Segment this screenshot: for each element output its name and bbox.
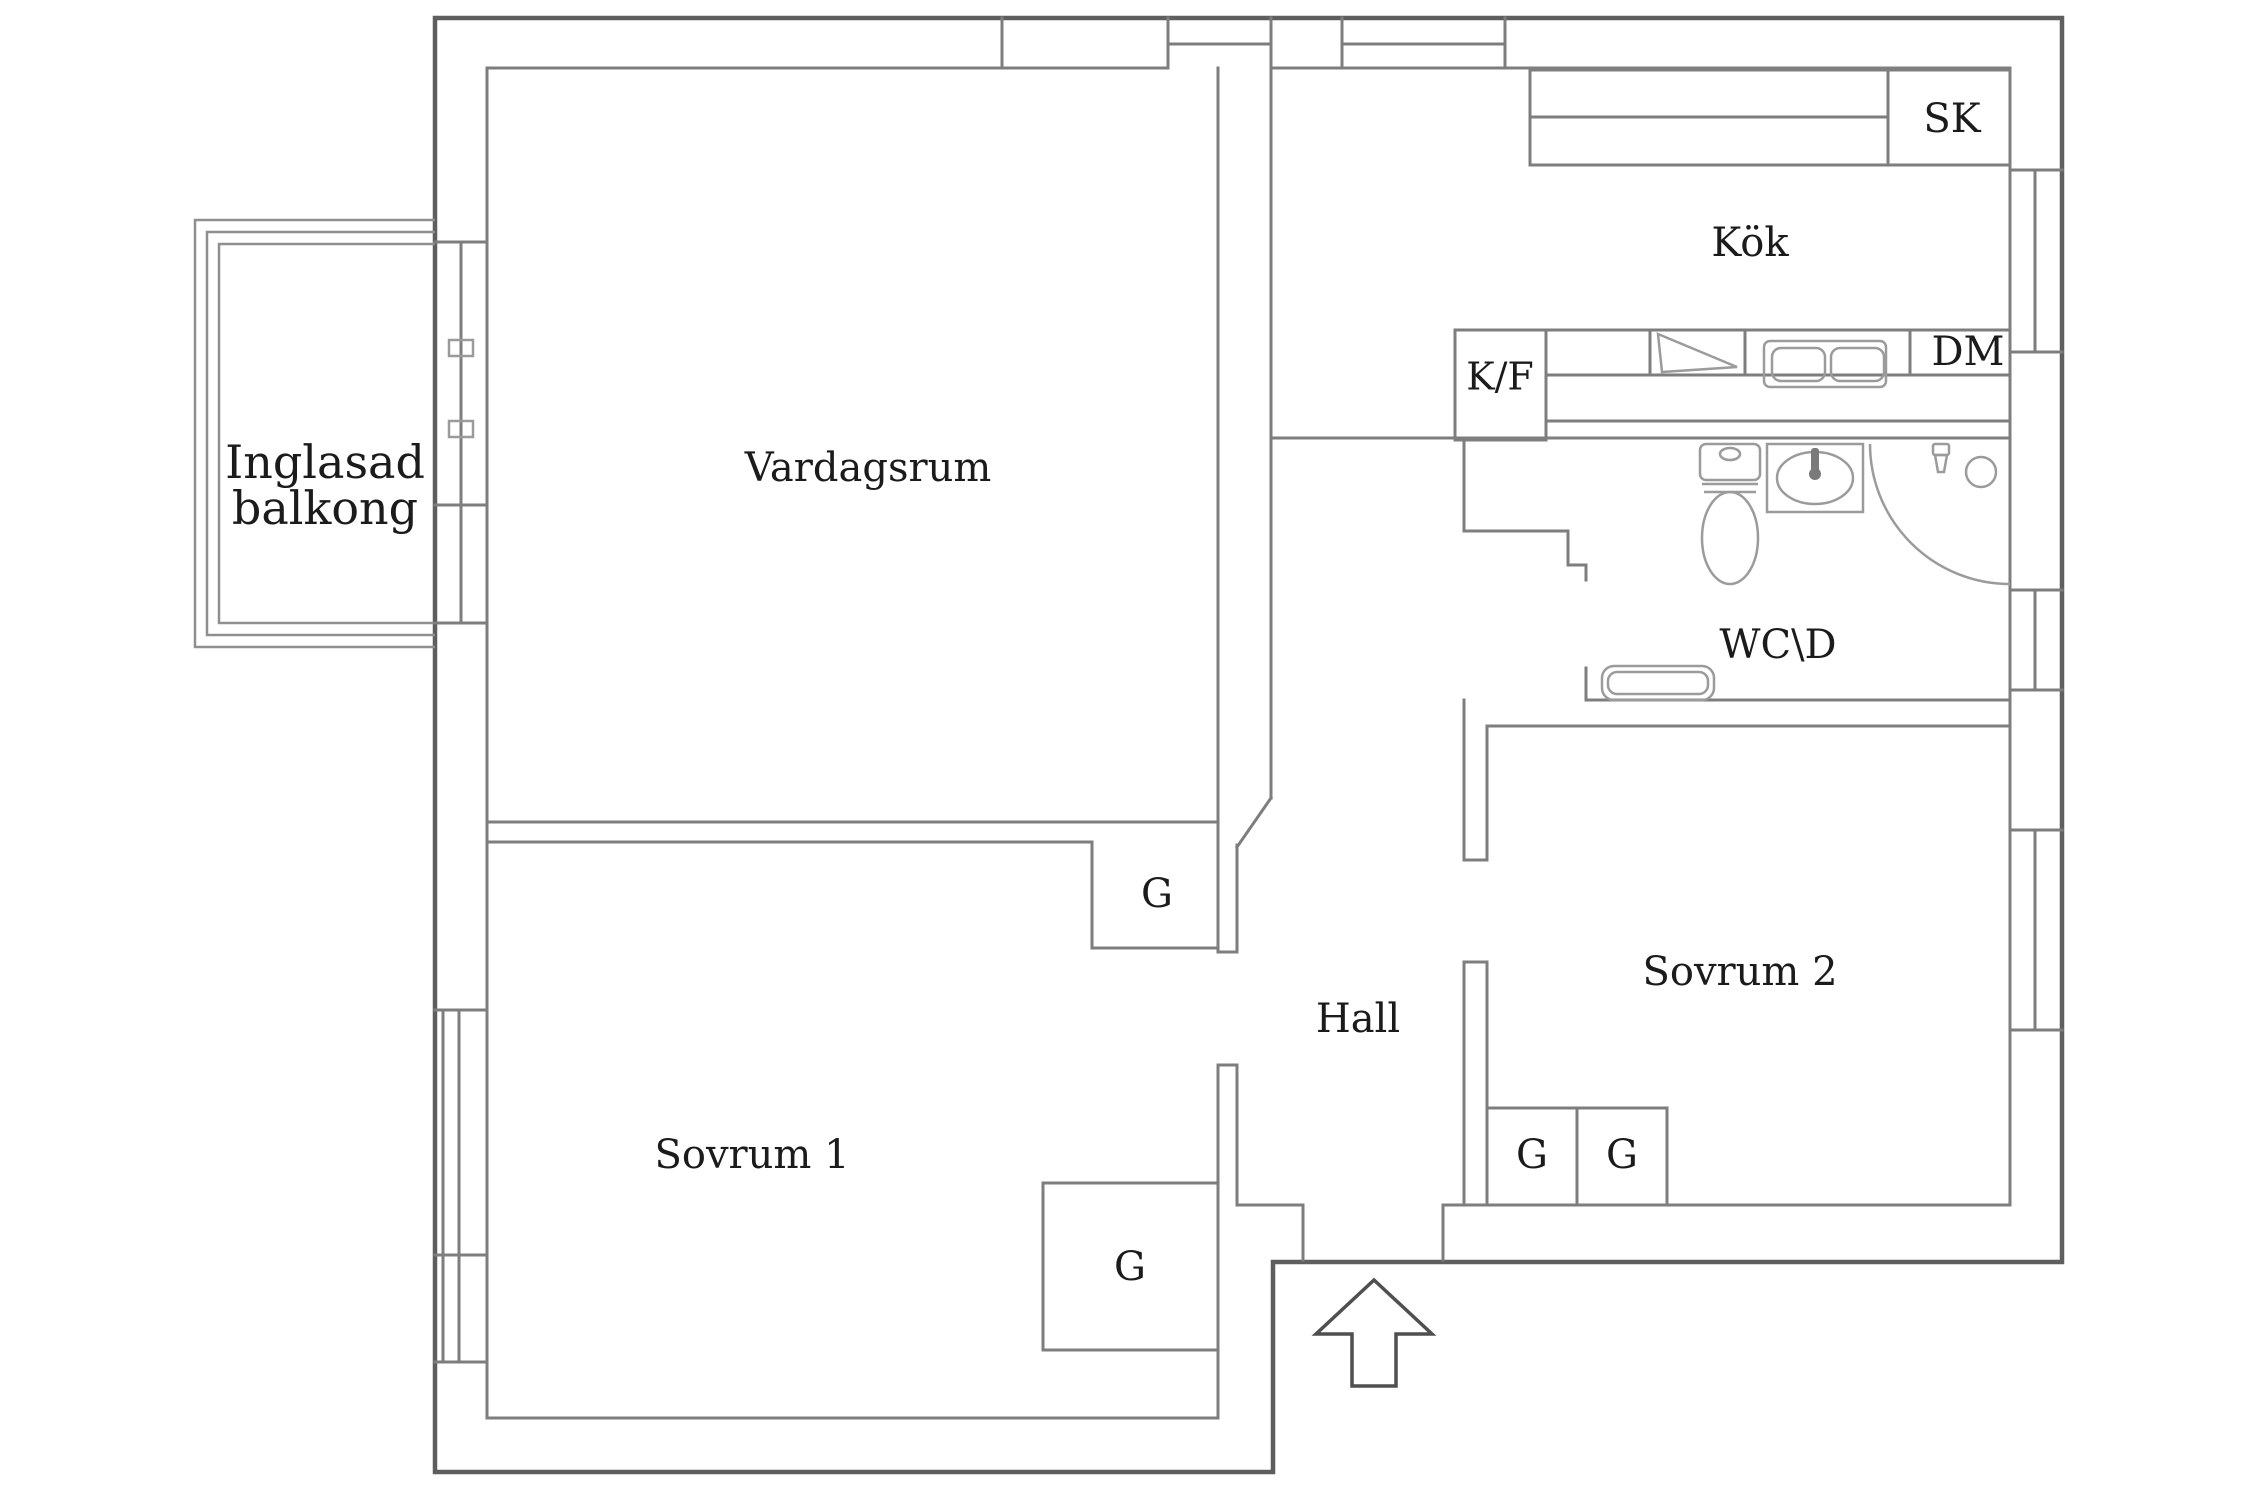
wardrobe-label-bedroom2-right: G: [1606, 1132, 1638, 1178]
shower-icon: [1868, 442, 2011, 586]
wardrobe-label-living: G: [1141, 871, 1173, 917]
balcony-glazing: [193, 218, 435, 649]
fridge-freezer-label: K/F: [1466, 355, 1534, 399]
balcony-door-handles-icon: [447, 338, 475, 439]
wardrobe-label-bedroom2-left: G: [1516, 1132, 1548, 1178]
exterior-walls: [432, 15, 2065, 1475]
room-label-kitchen: Kök: [1711, 220, 1789, 266]
room-label-bathroom: WC\D: [1719, 622, 1836, 668]
washbasin-icon: [1765, 442, 1865, 514]
kitchen-sink-icon: [1762, 339, 1888, 389]
stove-icon: [1656, 332, 1738, 374]
wardrobe-label-bedroom1: G: [1114, 1244, 1146, 1290]
room-label-living-room: Vardagsrum: [744, 445, 992, 491]
room-label-bedroom1: Sovrum 1: [654, 1132, 849, 1178]
balcony-label-line1: Inglasad: [225, 435, 425, 489]
closet-label-sk: SK: [1923, 96, 1981, 142]
room-label-hall: Hall: [1316, 996, 1400, 1042]
room-labels: Inglasad balkong Vardagsrum Kök SK K/F D…: [225, 96, 2004, 1290]
bathroom-fixtures: [1600, 442, 2011, 702]
balcony-label-line2: balkong: [232, 481, 418, 535]
radiator-icon: [1600, 664, 1716, 702]
interior-walls: [433, 16, 2064, 1420]
kitchen-fixtures: [1656, 332, 1888, 389]
room-label-bedroom2: Sovrum 2: [1642, 949, 1837, 995]
entrance-arrow-icon: [1311, 1277, 1437, 1388]
toilet-icon: [1698, 442, 1762, 586]
dishwasher-label: DM: [1931, 329, 2004, 375]
